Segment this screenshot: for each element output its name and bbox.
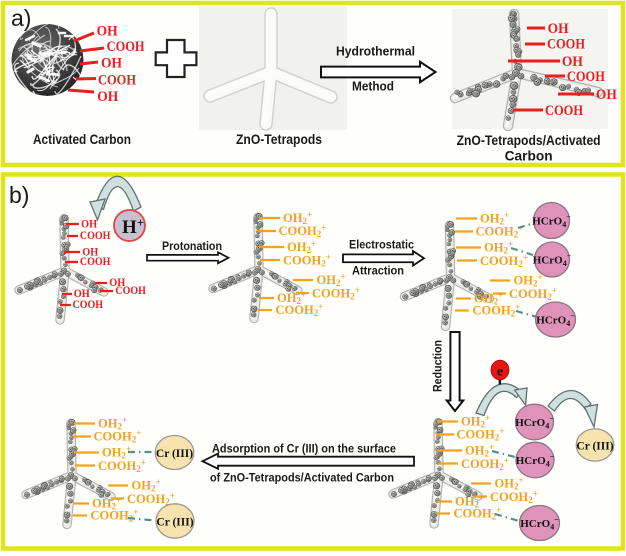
svg-text:Carbon: Carbon [505, 148, 553, 164]
svg-text:OH: OH [101, 56, 122, 72]
svg-text:COOH2+: COOH2+ [480, 253, 528, 270]
svg-text:Protonation: Protonation [162, 239, 222, 253]
svg-text:OH: OH [82, 245, 99, 259]
svg-text:OH: OH [548, 21, 569, 37]
svg-text:Method: Method [352, 79, 394, 94]
svg-text:a): a) [11, 5, 31, 31]
svg-text:Hydrothermal: Hydrothermal [336, 44, 415, 59]
svg-text:HCrO4−: HCrO4− [520, 515, 559, 532]
svg-text:OH: OH [596, 87, 617, 103]
svg-text:COOH2+: COOH2+ [490, 489, 538, 506]
svg-text:COOH: COOH [80, 254, 111, 268]
svg-text:HCrO4−: HCrO4− [515, 414, 554, 431]
svg-text:OH: OH [97, 24, 118, 40]
svg-text:HCrO4−: HCrO4− [533, 252, 572, 269]
svg-text:COOH2+: COOH2+ [457, 426, 505, 443]
svg-text:COOH: COOH [547, 37, 585, 53]
svg-text:COOH: COOH [107, 39, 145, 55]
svg-text:OH: OH [74, 286, 91, 300]
svg-text:COOH: COOH [567, 69, 605, 85]
svg-text:COOH2+: COOH2+ [509, 286, 557, 303]
svg-text:ZnO-Tetrapods/Activated: ZnO-Tetrapods/Activated [457, 132, 601, 148]
svg-text:HCrO4−: HCrO4− [516, 452, 555, 469]
svg-text:Adsorption of Cr (III) on the: Adsorption of Cr (III) on the surface [212, 441, 396, 455]
svg-text:of ZnO-Tetrapods/Activated Car: of ZnO-Tetrapods/Activated Carbon [210, 471, 394, 485]
svg-text:COOH2+: COOH2+ [98, 458, 146, 475]
svg-text:Attraction: Attraction [352, 264, 404, 278]
svg-text:b): b) [9, 182, 29, 208]
svg-text:Cr (III): Cr (III) [156, 517, 193, 529]
svg-text:HCrO4−: HCrO4− [532, 213, 571, 230]
svg-text:Cr (III): Cr (III) [156, 448, 193, 460]
svg-text:COOH: COOH [98, 73, 136, 89]
svg-text:e: e [497, 365, 503, 380]
svg-text:OH: OH [81, 217, 98, 231]
svg-text:COOH2+: COOH2+ [276, 302, 324, 319]
svg-text:OH: OH [562, 54, 583, 70]
svg-text:ZnO-Tetrapods: ZnO-Tetrapods [236, 131, 322, 147]
svg-text:Cr (III): Cr (III) [576, 441, 613, 453]
svg-text:COOH2+: COOH2+ [473, 302, 521, 319]
svg-text:HCrO4−: HCrO4− [536, 312, 575, 329]
svg-text:COOH: COOH [545, 103, 583, 119]
svg-text:COOH2+: COOH2+ [461, 456, 509, 473]
svg-text:COOH2+: COOH2+ [279, 223, 327, 240]
svg-text:COOH2+: COOH2+ [283, 252, 331, 269]
svg-text:COOH2+: COOH2+ [127, 491, 175, 508]
svg-text:COOH: COOH [73, 297, 104, 311]
svg-text:OH: OH [97, 89, 118, 105]
svg-text:COOH2+: COOH2+ [312, 285, 360, 302]
svg-text:Activated Carbon: Activated Carbon [33, 131, 131, 147]
svg-text:OH: OH [109, 275, 126, 289]
svg-text:COOH: COOH [115, 283, 146, 297]
svg-text:Electrostatic: Electrostatic [349, 238, 414, 252]
svg-text:COOH2+: COOH2+ [454, 505, 502, 522]
svg-text:Reduction: Reduction [431, 340, 445, 392]
svg-text:COOH2+: COOH2+ [94, 428, 142, 445]
svg-text:COOH: COOH [80, 228, 111, 242]
